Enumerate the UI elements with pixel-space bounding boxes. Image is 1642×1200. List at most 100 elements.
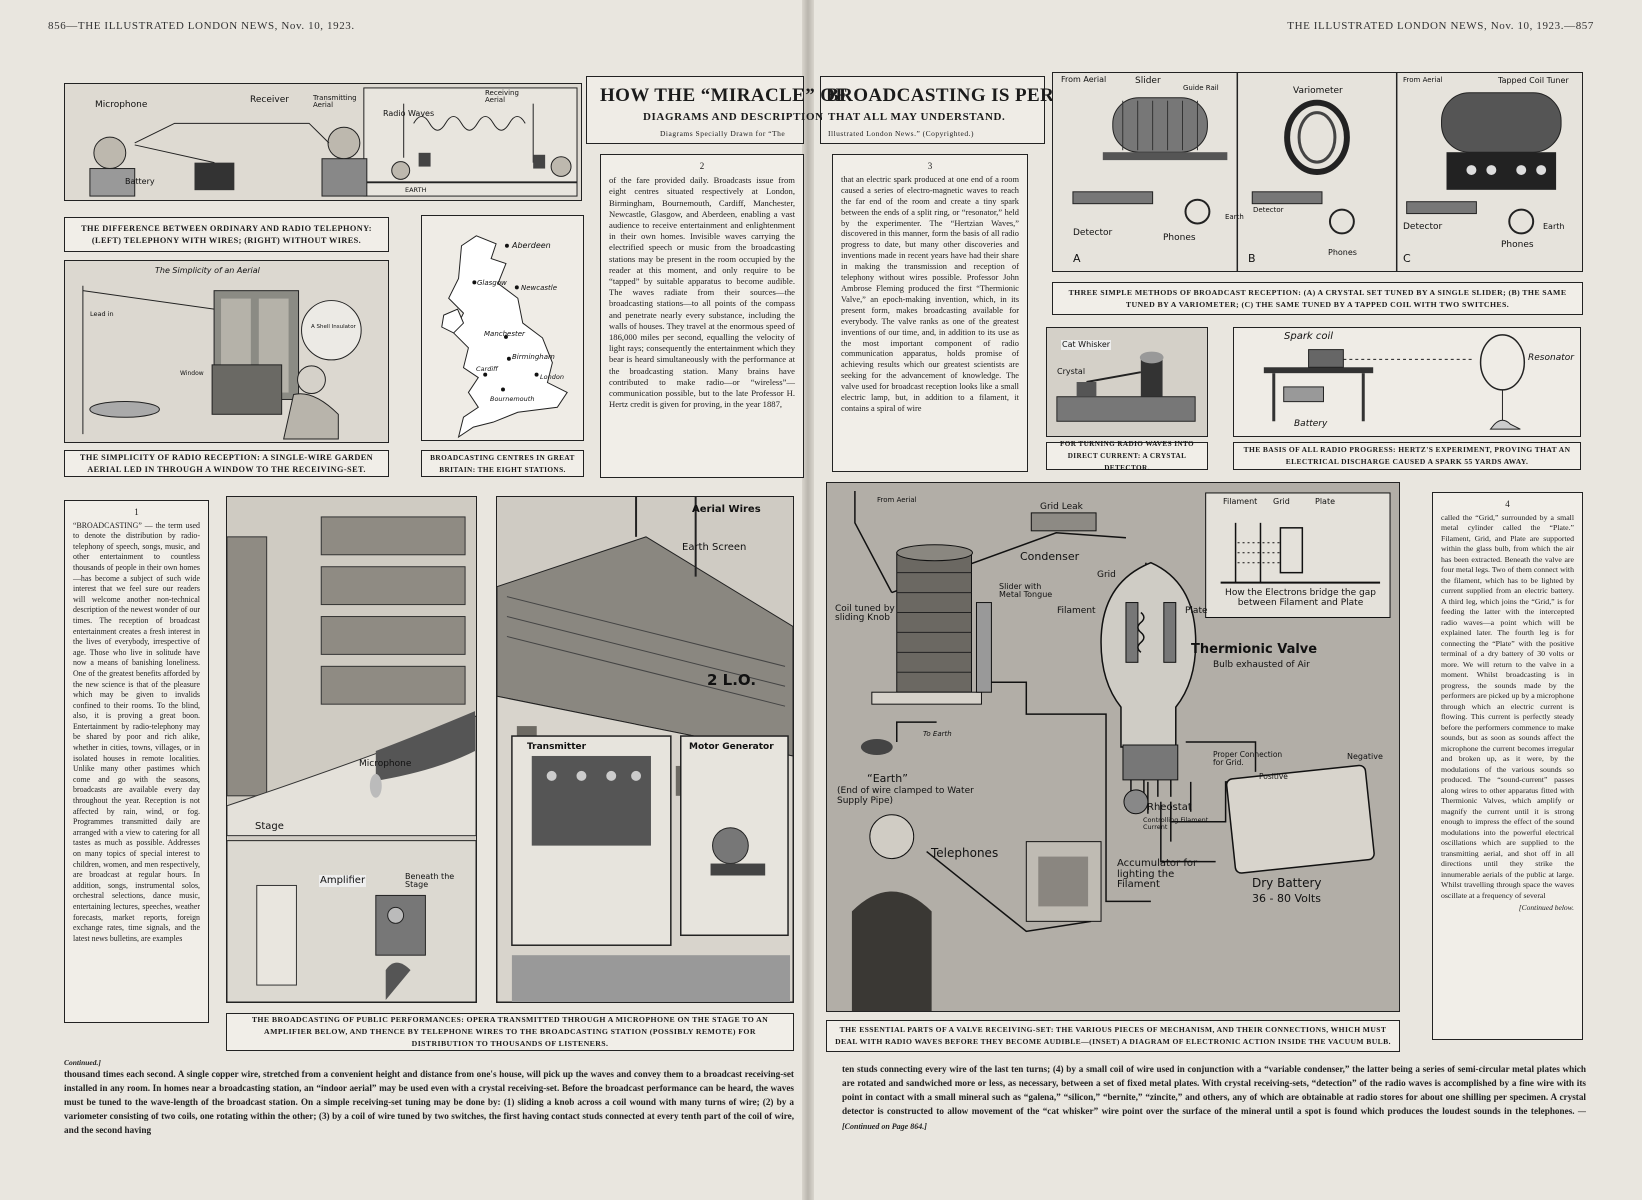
label-thermionic-valve: Thermionic Valve xyxy=(1191,642,1318,657)
figure-hertz-experiment: Spark coil Resonator Battery xyxy=(1233,327,1581,437)
label-guide-rail: Guide Rail xyxy=(1183,84,1219,92)
continued-note: [Continued below. xyxy=(1518,903,1574,912)
label-coil: Coil tuned by sliding Knob xyxy=(835,604,895,623)
figure-three-methods: From Aerial Slider Guide Rail Detector P… xyxy=(1052,72,1583,272)
label-c-earth: Earth xyxy=(1543,222,1565,231)
label-radio-waves: Radio Waves xyxy=(383,109,435,118)
label-telephones: Telephones xyxy=(931,846,999,860)
label-microphone: Microphone xyxy=(95,100,148,110)
text-column-3: 3 that an electric spark produced at one… xyxy=(832,154,1028,472)
bottom-text-right: ten studs connecting every wire of the l… xyxy=(842,1062,1586,1142)
map-label-cardiff: Cardiff xyxy=(476,365,498,373)
running-head-right: THE ILLUSTRATED LONDON NEWS, Nov. 10, 19… xyxy=(1287,20,1594,32)
label-aerial-title: The Simplicity of an Aerial xyxy=(155,266,260,275)
column-number: 2 xyxy=(699,161,705,171)
figure-broadcast-station: Aerial Wires Earth Screen 2 L.O. Transmi… xyxy=(496,496,794,1003)
label-plate: Plate xyxy=(1185,606,1208,616)
label-receiving-aerial: Receiving Aerial xyxy=(485,89,519,104)
continued-marker: Continued.] xyxy=(64,1058,101,1067)
label-grid: Grid xyxy=(1097,570,1116,580)
label-battery: Battery xyxy=(125,177,155,186)
title-box-left xyxy=(586,76,804,144)
label-a-earth: Earth xyxy=(1225,213,1244,221)
label-rheostat-sub: Controlling Filament Current xyxy=(1143,816,1209,831)
caption-aerial: The simplicity of radio reception: a sin… xyxy=(64,450,389,477)
caption-crystal-detector: For turning radio waves into direct curr… xyxy=(1046,440,1208,472)
text-column-2: 2 of the fare provided daily. Broadcasts… xyxy=(600,154,804,478)
label-earth: “Earth” xyxy=(867,772,908,785)
label-positive: Positive xyxy=(1259,772,1288,781)
inset-label-plate: Plate xyxy=(1315,497,1336,506)
title-box-right xyxy=(820,76,1045,144)
column-number: 3 xyxy=(927,161,933,171)
map-label-newcastle: Newcastle xyxy=(521,284,558,292)
label-b-phones: Phones xyxy=(1328,248,1357,257)
text-column-4: 4 called the “Grid,” surrounded by a sma… xyxy=(1432,492,1583,1040)
credit-right: Illustrated London News.” (Copyrighted.) xyxy=(828,129,975,138)
label-tapped-coil: Tapped Coil Tuner xyxy=(1498,76,1569,85)
map-label-london: London xyxy=(540,373,564,381)
label-aerial-wires: Aerial Wires xyxy=(692,504,761,515)
continued-on-page: —[Continued on Page 864.] xyxy=(842,1107,1586,1131)
label-filament: Filament xyxy=(1057,606,1096,616)
credit-left: Diagrams Specially Drawn for “The xyxy=(660,129,786,138)
page-gutter xyxy=(802,0,814,1200)
label-slider-tongue: Slider with Metal Tongue xyxy=(999,582,1053,599)
label-crystal: Crystal xyxy=(1057,367,1086,376)
label-amplifier: Amplifier xyxy=(319,875,367,887)
label-a-phones: Phones xyxy=(1163,233,1196,243)
map-label-bournemouth: Bournemouth xyxy=(490,395,535,403)
caption-valve-set: The essential parts of a valve receiving… xyxy=(826,1020,1400,1052)
inset-label-filament: Filament xyxy=(1223,497,1258,506)
label-dry-battery: Dry Battery xyxy=(1252,876,1322,890)
label-negative: Negative xyxy=(1347,752,1383,761)
label-variometer: Variometer xyxy=(1293,86,1343,96)
figure-telephony: Microphone Receiver Battery Transmitting… xyxy=(64,83,582,201)
column-body: of the fare provided daily. Broadcasts i… xyxy=(609,175,795,410)
map-label-manchester: Manchester xyxy=(484,330,525,338)
label-motor-generator: Motor Generator xyxy=(689,742,774,752)
figure-aerial: The Simplicity of an Aerial Lead in A Sh… xyxy=(64,260,389,443)
label-a-detector: Detector xyxy=(1073,228,1113,238)
caption-station: The broadcasting of public performances:… xyxy=(226,1013,794,1051)
label-insulator: A Shell Insulator xyxy=(311,324,356,330)
label-transmitting-aerial: Transmitting Aerial xyxy=(313,94,357,109)
inset-caption: How the Electrons bridge the gap between… xyxy=(1225,588,1376,608)
label-a-from-aerial: From Aerial xyxy=(1061,75,1107,84)
figure-crystal-detector: Cat Whisker Crystal xyxy=(1046,327,1208,437)
bottom-text-left: Continued.] thousand times each second. … xyxy=(64,1058,794,1144)
label-proper-connection: Proper Connection for Grid. xyxy=(1213,750,1283,767)
label-stage: Stage xyxy=(255,821,284,832)
caption-three-methods: Three simple methods of broadcast recept… xyxy=(1052,282,1583,315)
caption-hertz-experiment: The basis of all radio progress: Hertz's… xyxy=(1233,442,1581,470)
label-beneath-stage: Beneath the Stage xyxy=(405,872,455,889)
label-c-phones: Phones xyxy=(1501,240,1534,250)
label-accumulator: Accumulator for lighting the Filament xyxy=(1117,858,1198,890)
label-spark-coil: Spark coil xyxy=(1284,331,1334,342)
label-lead-in: Lead in xyxy=(90,310,114,318)
label-resonator: Resonator xyxy=(1528,353,1574,363)
label-receiver: Receiver xyxy=(250,95,289,105)
label-c-detector: Detector xyxy=(1403,222,1443,232)
label-grid-leak: Grid Leak xyxy=(1040,502,1083,512)
label-b-detector: Detector xyxy=(1253,206,1284,214)
label-slider: Slider xyxy=(1135,76,1161,86)
label-cat-whisker: Cat Whisker xyxy=(1061,340,1112,350)
figure-valve-receiving-set: From Aerial Grid Leak Condenser Grid Sli… xyxy=(826,482,1400,1012)
label-earth-screen: Earth Screen xyxy=(682,542,747,553)
label-stage-microphone: Microphone xyxy=(359,759,412,769)
subtitle-left: DIAGRAMS AND DESCRIPTION xyxy=(643,111,824,123)
map-label-birmingham: Birmingham xyxy=(512,353,555,361)
column-body: that an electric spark produced at one e… xyxy=(841,174,1019,413)
label-to-earth: To Earth xyxy=(923,730,952,738)
column-body: “BROADCASTING” — the term used to denote… xyxy=(73,520,200,943)
label-from-aerial: From Aerial xyxy=(877,496,917,504)
label-condenser: Condenser xyxy=(1020,550,1080,563)
column-number: 4 xyxy=(1505,499,1510,509)
column-number: 1 xyxy=(134,507,139,517)
text-column-1: 1 “BROADCASTING” — the term used to deno… xyxy=(64,500,209,1023)
label-bulb: Bulb exhausted of Air xyxy=(1213,660,1310,670)
inset-label-grid: Grid xyxy=(1273,497,1290,506)
bottom-left-body: thousand times each second. A single cop… xyxy=(64,1069,794,1135)
caption-map: Broadcasting centres in Great Britain: t… xyxy=(421,450,584,477)
